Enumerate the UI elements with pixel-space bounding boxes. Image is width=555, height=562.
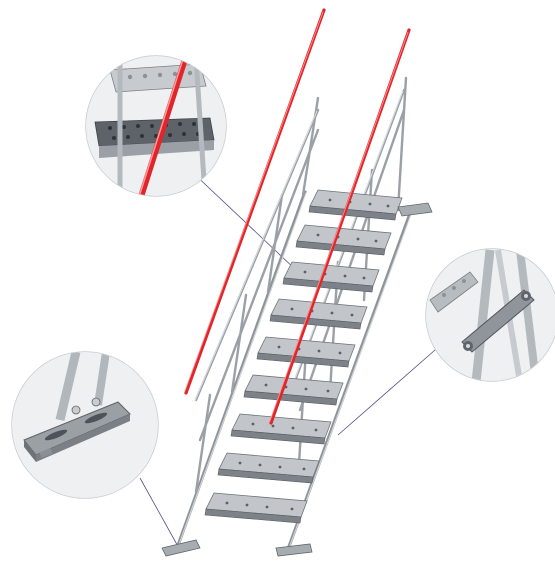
stair (161, 8, 433, 557)
callout-tread-detail (85, 55, 227, 197)
tread-3 (282, 261, 380, 293)
tread-2 (295, 224, 392, 256)
callout-side-connector (425, 248, 555, 382)
tread-1 (308, 189, 433, 221)
left-guard (194, 96, 320, 494)
handrails (184, 8, 411, 425)
callout-base-bracket (11, 351, 159, 499)
tread-5 (256, 336, 356, 368)
leader-lines (139, 169, 444, 551)
tread-8 (217, 452, 320, 484)
stair-treads (204, 189, 433, 524)
tread-6 (243, 374, 344, 406)
tread-4 (269, 298, 368, 330)
tread-9 (204, 492, 308, 524)
base-feet (161, 539, 313, 557)
tread-7 (230, 413, 332, 445)
